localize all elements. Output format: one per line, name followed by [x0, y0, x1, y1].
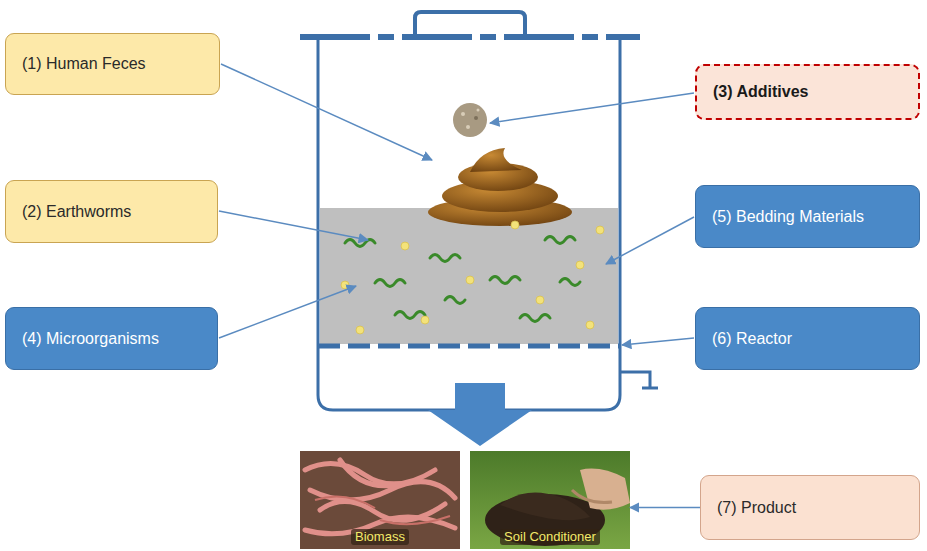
label-box: (5) Bedding Materials: [695, 185, 920, 248]
box-label: (2) Earthworms: [22, 202, 131, 221]
photo-panel: Biomass: [300, 451, 460, 549]
label-box: (2) Earthworms: [5, 180, 218, 243]
label-box: (1) Human Feces: [5, 33, 220, 95]
box-label: (5) Bedding Materials: [712, 207, 864, 226]
box-label: (6) Reactor: [712, 329, 792, 348]
photo-caption: Biomass: [351, 529, 409, 545]
additive-box: (3) Additives: [695, 64, 920, 120]
product-box: (7) Product: [700, 475, 920, 540]
label-box: (6) Reactor: [695, 307, 920, 370]
box-label: (1) Human Feces: [22, 54, 146, 73]
photo-caption: Soil Conditioner: [500, 529, 600, 545]
box-label: (4) Microorganisms: [22, 329, 159, 348]
pointer-arrow: [630, 507, 700, 509]
label-box: (4) Microorganisms: [5, 307, 218, 370]
box-label: (3) Additives: [713, 82, 808, 101]
box-label: (7) Product: [717, 498, 796, 517]
photo-panel: Soil Conditioner: [470, 451, 630, 549]
